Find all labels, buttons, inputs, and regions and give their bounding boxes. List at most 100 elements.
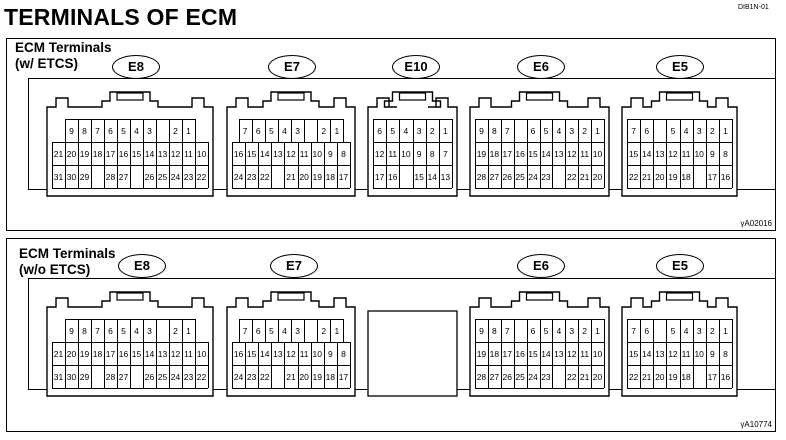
pin-number: 22 — [196, 172, 207, 182]
pin-divider — [513, 165, 515, 188]
pin-number: 11 — [299, 349, 309, 359]
pin-divider — [52, 365, 53, 388]
pin-divider — [117, 319, 118, 342]
pin-divider — [91, 165, 92, 188]
pin-divider — [627, 142, 628, 165]
pin-divider — [304, 119, 306, 142]
pin-divider — [500, 365, 502, 388]
pin-number: 3 — [569, 326, 575, 336]
pin-row-border — [232, 342, 350, 343]
pin-number: 2 — [709, 326, 715, 336]
pin-divider — [487, 142, 489, 165]
pin-number: 22 — [628, 372, 639, 382]
pin-number: 9 — [327, 149, 333, 159]
pin-number: 21 — [641, 372, 652, 382]
pin-divider — [487, 319, 489, 342]
pin-number: 22 — [260, 372, 270, 382]
pin-divider — [718, 365, 720, 388]
pin-number: 23 — [246, 372, 257, 382]
pin-number: 20 — [66, 149, 77, 159]
pin-divider — [513, 365, 515, 388]
pin-number: 2 — [582, 126, 587, 136]
pin-divider — [578, 165, 580, 188]
pin-divider — [692, 142, 694, 165]
pin-divider — [143, 119, 144, 142]
pin-number: 2 — [173, 326, 178, 336]
pin-divider — [640, 319, 642, 342]
pin-divider — [245, 142, 247, 165]
pin-number: 13 — [157, 349, 168, 359]
pin-divider — [143, 142, 144, 165]
pin-number: 12 — [567, 349, 577, 359]
pin-divider — [169, 142, 170, 165]
pin-divider — [245, 365, 247, 388]
pin-divider — [258, 165, 260, 188]
pin-divider — [552, 142, 554, 165]
pin-number: 20 — [66, 349, 77, 359]
pin-number: 30 — [66, 372, 77, 382]
pin-divider — [653, 165, 655, 188]
pin-number: 4 — [282, 326, 287, 336]
pin-divider — [653, 142, 655, 165]
pin-number: 7 — [504, 326, 510, 336]
pin-divider — [343, 119, 345, 142]
pin-number: 5 — [268, 326, 274, 336]
pin-divider — [350, 342, 351, 365]
pin-divider — [373, 142, 374, 165]
pin-divider — [578, 319, 580, 342]
pin-number: 17 — [374, 172, 385, 182]
pin-number: 14 — [541, 349, 551, 359]
pin-divider — [104, 165, 105, 188]
pin-number: 20 — [299, 372, 309, 382]
connector-latch — [277, 292, 305, 301]
pin-divider — [718, 142, 720, 165]
pin-divider — [78, 165, 79, 188]
pin-divider — [130, 119, 131, 142]
pin-divider — [78, 119, 79, 142]
pin-divider — [653, 342, 655, 365]
pin-divider — [513, 342, 515, 365]
pin-divider — [52, 342, 53, 365]
pin-number: 22 — [260, 172, 270, 182]
pin-number: 18 — [681, 372, 691, 382]
pin-divider — [487, 342, 489, 365]
pin-divider — [399, 165, 401, 188]
connector-label-e6: E6 — [517, 55, 565, 79]
connector-latch — [665, 92, 694, 101]
pin-divider — [627, 165, 628, 188]
pin-divider — [373, 165, 374, 188]
pin-divider — [182, 342, 183, 365]
pin-divider — [297, 165, 299, 188]
pin-number: 17 — [707, 372, 718, 382]
pin-number: 5 — [543, 126, 549, 136]
pin-divider — [666, 119, 668, 142]
pin-number: 19 — [668, 172, 678, 182]
pin-divider — [238, 119, 240, 142]
pin-number: 15 — [628, 149, 639, 159]
pin-number: 6 — [255, 326, 261, 336]
pin-row-border — [238, 119, 344, 120]
pin-divider — [452, 119, 453, 142]
pin-divider — [692, 119, 694, 142]
pin-number: 12 — [286, 149, 296, 159]
pin-number: 21 — [53, 149, 64, 159]
pin-number: 19 — [312, 372, 322, 382]
pin-divider — [452, 142, 453, 165]
pin-divider — [130, 142, 131, 165]
pin-divider — [291, 319, 292, 342]
pin-divider — [500, 142, 502, 165]
pin-divider — [565, 142, 567, 165]
pin-divider — [104, 142, 105, 165]
pin-divider — [604, 342, 605, 365]
pin-divider — [258, 365, 260, 388]
pin-divider — [732, 365, 733, 388]
pin-divider — [604, 319, 605, 342]
pin-divider — [291, 119, 292, 142]
pin-number: 5 — [543, 326, 549, 336]
pin-divider — [310, 142, 312, 165]
